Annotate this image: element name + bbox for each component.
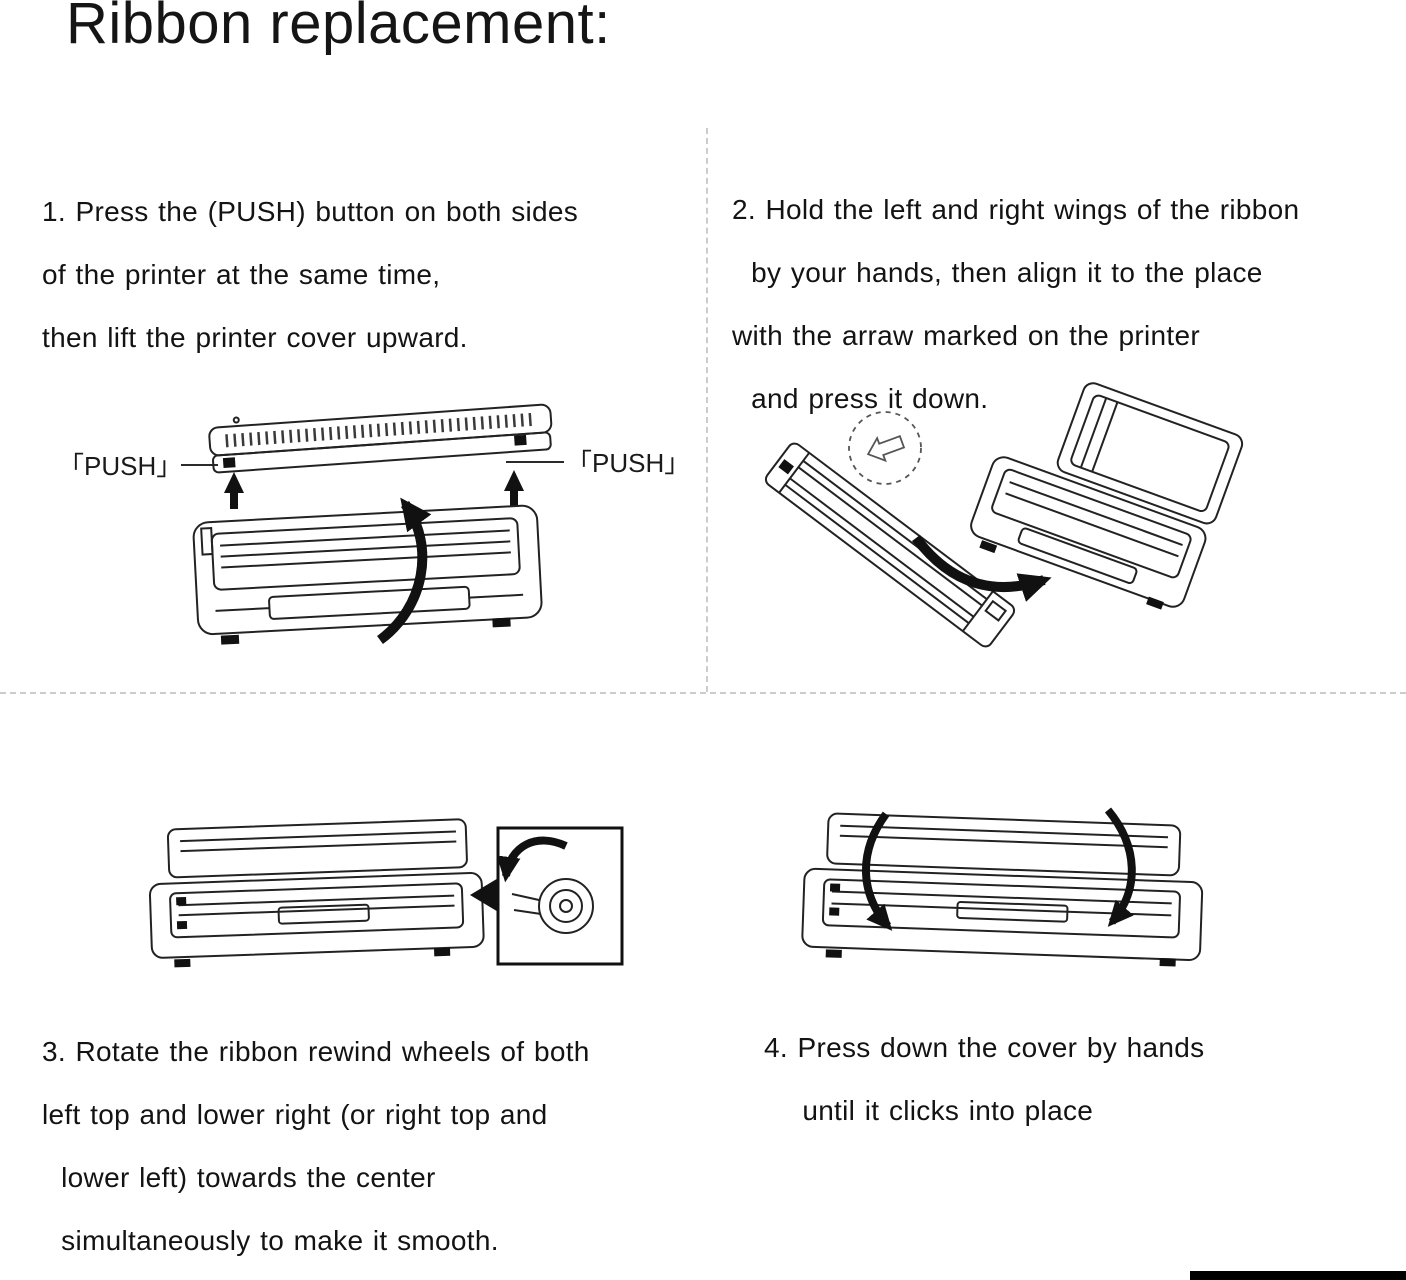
step2-line-3: with the arraw marked on the printer: [732, 320, 1201, 351]
step3-line-3: lower left) towards the center: [42, 1162, 436, 1193]
separator-vertical: [706, 128, 708, 692]
page-title: Ribbon replacement:: [66, 0, 611, 56]
step1-line-2: of the printer at the same time,: [42, 259, 441, 290]
magnifier-pointer: [470, 877, 500, 913]
alignment-dashed-circle: [848, 411, 922, 485]
push-connector-right: [506, 461, 564, 463]
lift-cover-arrow: [376, 497, 432, 645]
press-down-arrow-right: [1104, 807, 1136, 927]
push-button-arrows: [224, 470, 524, 509]
step3-instructions: 3. Rotate the ribbon rewind wheels of bo…: [42, 1020, 590, 1272]
step1-illustration: [192, 403, 553, 645]
rewind-wheel: [511, 878, 594, 934]
step1-line-3: then lift the printer cover upward.: [42, 322, 468, 353]
separator-horizontal: [0, 692, 1406, 694]
step4-illustration: [801, 807, 1204, 967]
step2-illustration: [764, 382, 1244, 648]
step3-line-4: simultaneously to make it smooth.: [42, 1225, 499, 1256]
rotate-wheel-arrow: [496, 836, 568, 883]
push-label-right: 「PUSH」: [566, 448, 691, 478]
printer-open: [148, 818, 485, 968]
step3-illustration: [148, 818, 624, 968]
step2-line-4: and press it down.: [732, 383, 989, 414]
step3-line-2: left top and lower right (or right top a…: [42, 1099, 548, 1130]
ribbon-cassette: [764, 442, 1016, 648]
step2-line-1: 2. Hold the left and right wings of the …: [732, 194, 1300, 225]
step1-instructions: 1. Press the (PUSH) button on both sides…: [42, 180, 578, 369]
insert-ribbon-arrow: [912, 534, 1052, 602]
printer-cover: [208, 403, 553, 474]
step2-instructions: 2. Hold the left and right wings of the …: [732, 178, 1299, 430]
press-down-arrow-left: [862, 811, 893, 931]
scan-artifact-bar: [1190, 1271, 1406, 1280]
printer-open: [970, 382, 1244, 610]
step4-instructions: 4. Press down the cover by hands until i…: [764, 1016, 1204, 1142]
printer-base-open: [192, 504, 543, 645]
alignment-arrow-icon: [866, 435, 906, 463]
step2-line-2: by your hands, then align it to the plac…: [732, 257, 1263, 288]
step1-line-1: 1. Press the (PUSH) button on both sides: [42, 196, 579, 227]
push-connector-left: [181, 464, 218, 466]
printer-open: [801, 812, 1204, 967]
step3-line-1: 3. Rotate the ribbon rewind wheels of bo…: [42, 1036, 590, 1067]
step4-line-1: 4. Press down the cover by hands: [764, 1032, 1205, 1063]
push-label-left: 「PUSH」: [58, 451, 183, 481]
step4-line-2: until it clicks into place: [764, 1095, 1094, 1126]
